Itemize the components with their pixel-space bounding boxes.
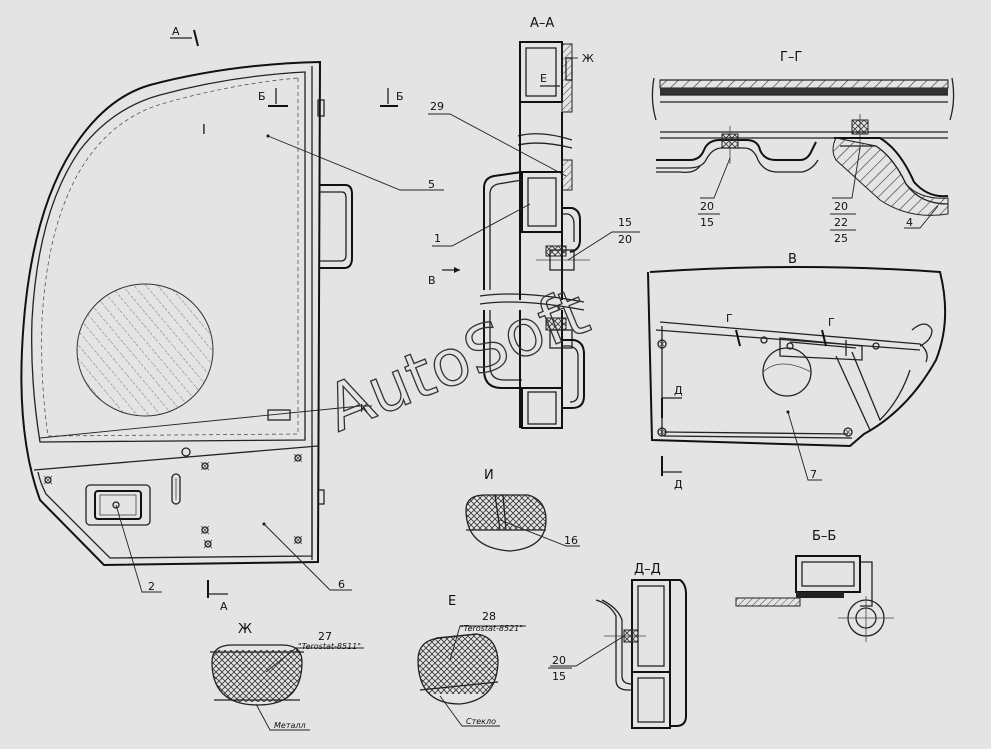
callout-1: 1 xyxy=(434,232,441,245)
view-i-title: И xyxy=(484,468,494,483)
section-bb: Б–Б xyxy=(735,529,894,642)
hatched-circle-zone xyxy=(76,283,214,417)
door-belt-line xyxy=(33,445,319,471)
view-i: И 16 xyxy=(465,468,580,552)
section-aa: А–А xyxy=(428,16,640,429)
detail-zh: Ж 27 "Terostat-8511" Металл xyxy=(210,622,364,731)
view-v: В Г Г Д Д xyxy=(647,252,947,491)
door-lower-panel xyxy=(37,448,313,559)
cut-mark-a-bottom: А xyxy=(207,580,228,613)
mark-v: В xyxy=(428,274,436,287)
callout-15-dd: 15 xyxy=(552,670,566,683)
svg-text:Д: Д xyxy=(674,384,683,397)
callout-20-aa: 20 xyxy=(618,233,632,246)
slot xyxy=(171,473,181,505)
callout-7: 7 xyxy=(810,468,817,481)
svg-text:Е: Е xyxy=(540,72,547,85)
cut-mark-b-right: Б xyxy=(380,88,404,107)
material-terostat-8521: "Terostat-8521" xyxy=(460,624,523,633)
callout-5: 5 xyxy=(428,178,435,191)
svg-text:Д: Д xyxy=(674,478,683,491)
svg-text:Б: Б xyxy=(258,90,266,103)
hinge-top xyxy=(317,99,325,117)
section-gg-title: Г–Г xyxy=(780,50,802,65)
callout-20-gg2: 20 xyxy=(834,200,848,213)
svg-text:Г: Г xyxy=(828,316,835,329)
callout-22: 22 xyxy=(834,216,848,229)
svg-text:Г: Г xyxy=(726,312,733,325)
detail-e-title: Е xyxy=(448,594,456,609)
material-terostat-8511: "Terostat-8511" xyxy=(298,642,361,651)
screws xyxy=(43,453,303,549)
mark-k: К xyxy=(360,402,368,415)
svg-text:Ж: Ж xyxy=(582,52,594,65)
material-glass: Стекло xyxy=(466,717,496,726)
door-handle xyxy=(320,184,353,269)
door-outline xyxy=(20,60,322,567)
callout-25: 25 xyxy=(834,232,848,245)
callout-2: 2 xyxy=(148,580,155,593)
door-glass-inner-line xyxy=(41,77,299,437)
cut-mark-a-top: А xyxy=(170,25,199,47)
door-glass-outline xyxy=(31,71,306,443)
detail-zh-title: Ж xyxy=(238,622,252,637)
svg-text:Б: Б xyxy=(396,90,404,103)
inner-handle-outer xyxy=(85,484,151,526)
callout-20-gg: 20 xyxy=(700,200,714,213)
svg-text:А: А xyxy=(172,25,180,38)
callout-4: 4 xyxy=(906,216,913,229)
section-dd: Д–Д 20 15 xyxy=(548,562,687,729)
hinge-bottom xyxy=(317,489,325,505)
callout-15-gg: 15 xyxy=(700,216,714,229)
callout-28: 28 xyxy=(482,610,496,623)
callout-27: 27 xyxy=(318,630,332,643)
section-aa-title: А–А xyxy=(530,16,554,31)
section-gg: Г–Г 20 15 20 22 25 xyxy=(651,50,955,245)
section-dd-title: Д–Д xyxy=(634,562,661,577)
door-main-view: I 5 6 2 К xyxy=(20,60,444,593)
detail-e: Е 28 "Terostat-8521" Стекло xyxy=(417,594,526,727)
callout-29: 29 xyxy=(430,100,444,113)
callout-16: 16 xyxy=(564,534,578,547)
material-metal: Металл xyxy=(274,721,306,730)
cut-mark-b-left: Б xyxy=(258,88,288,107)
svg-text:А: А xyxy=(220,600,228,613)
section-bb-title: Б–Б xyxy=(812,529,836,544)
view-number: I xyxy=(202,123,206,138)
callout-20-dd: 20 xyxy=(552,654,566,667)
view-v-title: В xyxy=(788,252,797,267)
inner-handle-inner xyxy=(94,490,142,520)
callout-15-aa: 15 xyxy=(618,216,632,229)
callout-6: 6 xyxy=(338,578,345,591)
